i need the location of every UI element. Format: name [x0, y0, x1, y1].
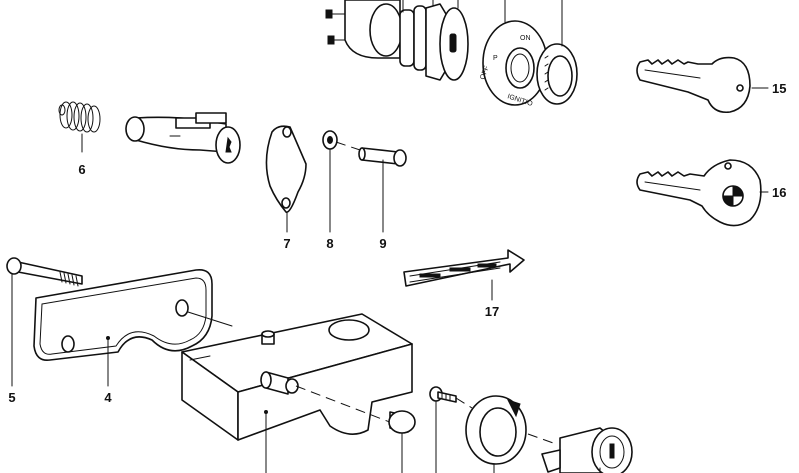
callout-8: 8	[326, 236, 333, 251]
ring-marking-on: ON	[520, 35, 531, 42]
ring-marking-off: OFF	[479, 65, 490, 81]
bmw-key-icon	[636, 159, 769, 227]
bezel-nut-icon	[536, 0, 578, 105]
lock-ring-icon	[455, 395, 527, 473]
callout-16: 16	[772, 185, 786, 200]
callout-17: 17	[485, 304, 499, 319]
washer-icon	[322, 130, 338, 233]
cap-icon	[388, 410, 416, 473]
key-icon	[636, 56, 769, 114]
ring-marking-p: P	[493, 55, 498, 62]
bracket-icon	[181, 313, 413, 473]
ignition-bezel-icon: P ON OFF IGNITIO	[479, 0, 548, 108]
screw-icon	[429, 386, 457, 473]
callout-4: 4	[104, 390, 112, 405]
callout-5: 5	[8, 390, 15, 405]
spring-icon	[58, 101, 101, 153]
gasket-icon	[265, 125, 307, 233]
lock-housing-icon	[527, 427, 633, 473]
callout-15: 15	[772, 81, 786, 96]
callout-9: 9	[379, 236, 386, 251]
mounting-plate-icon	[33, 268, 233, 387]
lock-cylinder-icon	[125, 112, 241, 164]
ignition-switch-icon	[325, 0, 469, 81]
callout-6: 6	[78, 162, 85, 177]
callout-7: 7	[283, 236, 290, 251]
bolt-icon	[6, 257, 83, 387]
direction-arrow-icon	[403, 249, 525, 301]
pin-icon	[335, 141, 407, 233]
